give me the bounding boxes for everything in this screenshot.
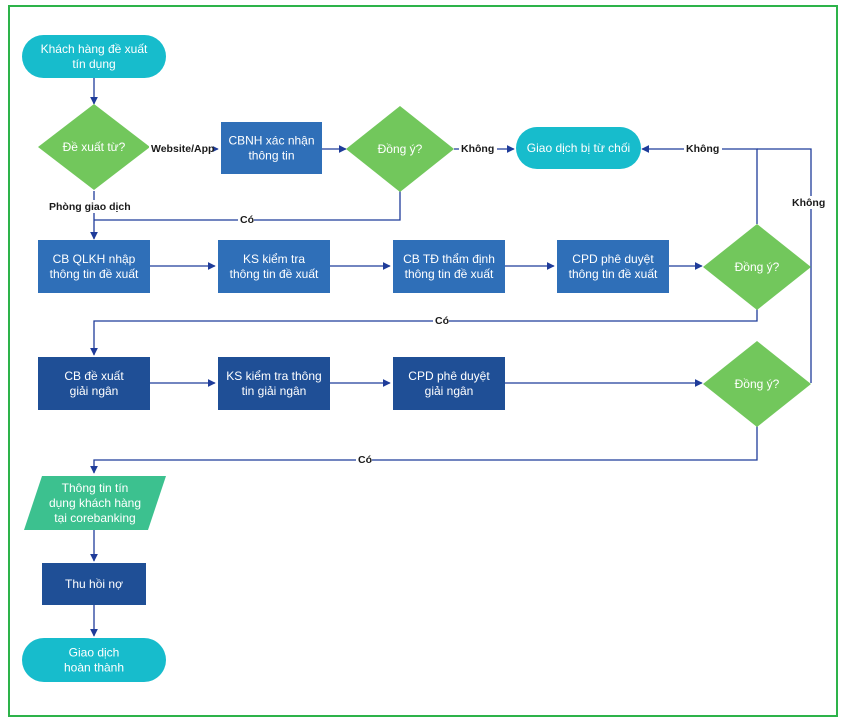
node-decision-agree2: Đồng ý? — [703, 224, 811, 310]
node-thuhoi: Thu hồi nợ — [42, 563, 146, 605]
rejected-label-line-1: Giao dịch bị từ chối — [527, 141, 630, 155]
label-co-agree1: Có — [240, 214, 254, 226]
label-khong-agree3: Không — [792, 197, 825, 209]
td-label-line-1: CB TĐ thẩm định — [403, 252, 495, 266]
edge-agree2-co — [90, 309, 758, 356]
end-label-line-2: hoàn thành — [64, 661, 124, 675]
svg-text:Đồng ý?: Đồng ý? — [735, 260, 780, 274]
svg-text:Thu hồi nợ: Thu hồi nợ — [65, 577, 123, 591]
label-khong-agree1: Không — [461, 143, 494, 155]
cpd2-label-line-1: CPD phê duyệt — [408, 369, 490, 383]
ks1-label-line-1: KS kiểm tra — [243, 252, 305, 266]
node-decision-agree1: Đồng ý? — [346, 106, 454, 192]
end-label-line-1: Giao dịch — [69, 646, 120, 660]
d_source-label-line-1: Đề xuất từ? — [63, 140, 126, 154]
cbdx-label-line-1: CB đề xuất — [64, 369, 124, 383]
cpd2-label-line-2: giải ngân — [425, 384, 474, 398]
ks2-label-line-1: KS kiểm tra thông — [226, 369, 321, 383]
qlkh-label-line-2: thông tin đề xuất — [50, 267, 139, 281]
start-label-line-2: tín dụng — [72, 57, 115, 71]
d_agree2-label-line-1: Đồng ý? — [735, 260, 780, 274]
svg-text:Giao dịch bị từ chối: Giao dịch bị từ chối — [527, 141, 630, 155]
label-co-agree3: Có — [358, 454, 372, 466]
ks2-label-line-2: tin giải ngân — [242, 384, 307, 398]
cbdx-label-line-2: giải ngân — [70, 384, 119, 398]
td-label-line-2: thông tin đề xuất — [405, 267, 494, 281]
start-label-line-1: Khách hàng đề xuất — [41, 42, 148, 56]
d_agree3-label-line-1: Đồng ý? — [735, 377, 780, 391]
thuhoi-label-line-1: Thu hồi nợ — [65, 577, 123, 591]
cpd1-label-line-2: thông tin đề xuất — [569, 267, 658, 281]
edge-agree2-to-rejected — [641, 145, 758, 224]
ks1-label-line-2: thông tin đề xuất — [230, 267, 319, 281]
svg-text:Đồng ý?: Đồng ý? — [735, 377, 780, 391]
edge-agree3-khong — [757, 148, 812, 383]
edge-agree3-co — [90, 426, 758, 474]
qlkh-label-line-1: CB QLKH nhập — [53, 252, 136, 266]
node-decision-source: Đề xuất từ? — [38, 104, 150, 190]
label-website-app: Website/App — [151, 143, 214, 155]
cpd1-label-line-1: CPD phê duyệt — [572, 252, 654, 266]
svg-text:Đồng ý?: Đồng ý? — [378, 142, 423, 156]
label-co-agree2: Có — [435, 315, 449, 327]
node-decision-agree3: Đồng ý? — [703, 341, 811, 427]
core-label-line-1: Thông tin tín — [62, 481, 129, 495]
label-khong-agree2: Không — [686, 143, 719, 155]
cbnh-label-line-2: thông tin — [248, 149, 294, 163]
diagram-frame — [8, 5, 838, 717]
cbnh-label-line-1: CBNH xác nhận — [228, 134, 314, 148]
node-rejected: Giao dịch bị từ chối — [516, 127, 641, 169]
d_agree1-label-line-1: Đồng ý? — [378, 142, 423, 156]
label-phong-giao-dich: Phòng giao dịch — [49, 201, 131, 213]
core-label-line-2: dụng khách hàng — [49, 496, 141, 510]
edge-agree1-co — [94, 191, 401, 221]
svg-text:Đề xuất từ?: Đề xuất từ? — [63, 140, 126, 154]
core-label-line-3: tại corebanking — [54, 511, 135, 525]
